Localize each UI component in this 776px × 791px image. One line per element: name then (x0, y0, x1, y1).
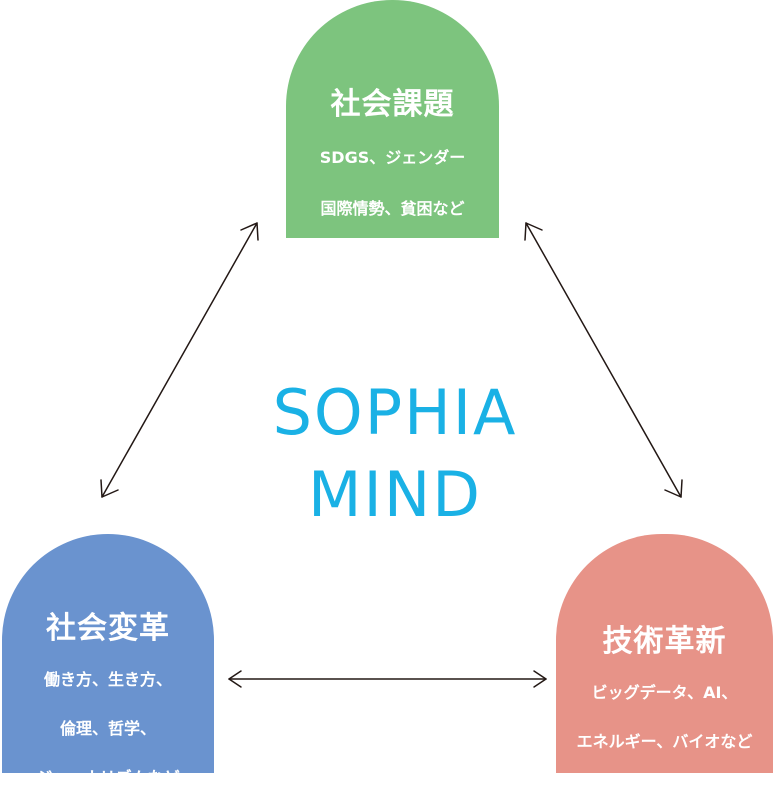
social-change-desc-line1: 働き方、生き方、 (43, 670, 172, 689)
sophia-mind-logo-text: SOPHIA MIND (200, 372, 590, 536)
tech-innovation-desc-line1: ビッグデータ、AI、 (591, 683, 738, 702)
social-issues-title: 社会課題 (330, 87, 455, 122)
tech-innovation-node: 技術革新 ビッグデータ、AI、 エネルギー、バイオなど (556, 534, 773, 773)
tech-innovation-desc-line2: エネルギー、バイオなど (576, 732, 753, 751)
social-issues-desc-line2: 国際情勢、貧困など (320, 199, 465, 218)
center-line2: MIND (308, 458, 482, 531)
tech-innovation-title: 技術革新 (602, 624, 727, 659)
social-issues-node: 社会課題 SDGS、ジェンダー 国際情勢、貧困など (286, 0, 499, 238)
social-issues-desc-line1: SDGS、ジェンダー (319, 148, 466, 167)
social-change-desc-line2: 倫理、哲学、 (59, 719, 156, 738)
social-change-title: 社会変革 (46, 611, 170, 646)
social-change-desc-line3: ジャーナリズムなど (36, 768, 180, 787)
center-line1: SOPHIA (272, 376, 518, 449)
arrow-left-right (228, 670, 547, 688)
social-change-node: 社会変革 働き方、生き方、 倫理、哲学、 ジャーナリズムなど (2, 534, 214, 787)
